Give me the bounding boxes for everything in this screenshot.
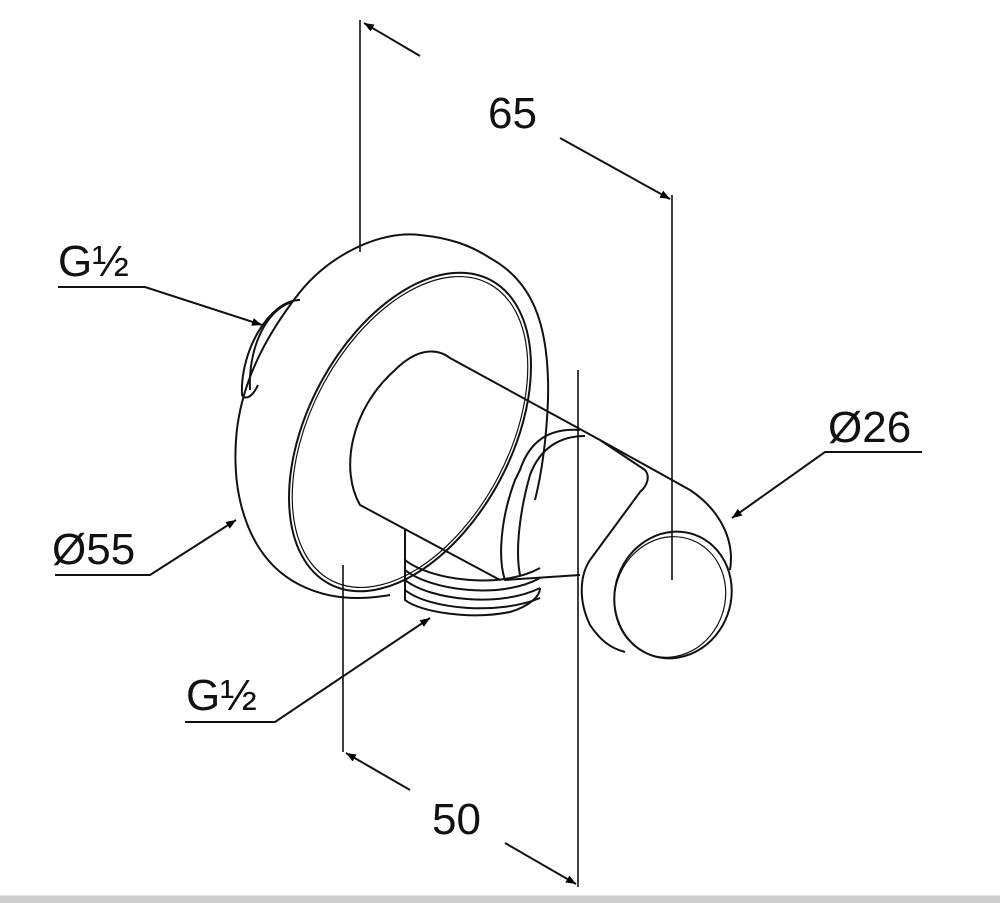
holder-clip (580, 439, 649, 653)
holder-cradle (500, 428, 581, 582)
arm-bottom (349, 369, 501, 581)
flange-diameter-label: Ø55 (52, 525, 135, 574)
holder-diameter-label: Ø26 (828, 403, 911, 452)
dimension-50-label: 50 (432, 795, 481, 844)
outlet-thread (404, 530, 541, 617)
inlet-thread-label: G½ (58, 237, 129, 286)
bottom-scrollbar-strip (0, 895, 1000, 903)
wall-outlet-body (234, 233, 733, 660)
inlet-thread-leader (58, 286, 263, 326)
flange-front (288, 271, 532, 593)
dimension-65-label: 65 (488, 89, 537, 138)
outlet-thread-label: G½ (186, 671, 257, 720)
flange-back (299, 233, 550, 501)
arm-top (394, 350, 601, 441)
outlet-thread-leader (185, 617, 431, 723)
flange-diameter-leader (55, 519, 237, 576)
holder-diameter-leader (731, 451, 922, 519)
dimension-lines (55, 20, 922, 887)
